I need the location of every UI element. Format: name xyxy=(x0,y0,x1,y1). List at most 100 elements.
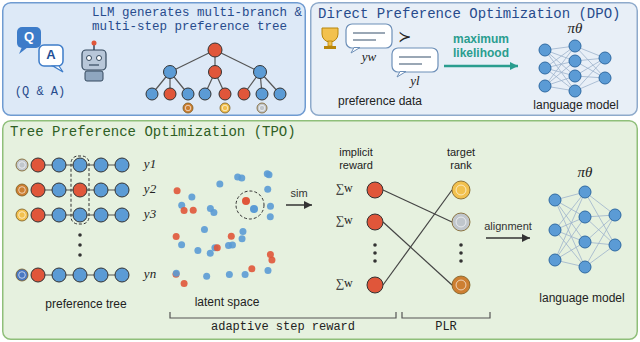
caption-text: language model xyxy=(520,99,632,113)
latent-group: latent space xyxy=(168,150,286,314)
response-label: y2 xyxy=(139,182,161,197)
latent-point xyxy=(239,235,246,242)
tree-node xyxy=(199,88,211,100)
medal-icon xyxy=(456,217,466,227)
step-node xyxy=(115,158,129,172)
panel-outline xyxy=(3,121,638,340)
latent-point xyxy=(267,203,274,210)
network-neuron xyxy=(579,211,591,223)
latent-point xyxy=(242,271,249,278)
response-label: y1 xyxy=(139,157,161,172)
trophy-icon xyxy=(328,41,332,46)
trophy-icon xyxy=(322,28,338,42)
medal-icon xyxy=(452,276,470,294)
latent-point xyxy=(181,207,188,214)
tree-node xyxy=(182,88,194,100)
medal-icon xyxy=(452,181,470,199)
text-slot: Q xyxy=(21,30,37,45)
tree-branch xyxy=(170,50,215,72)
step-node xyxy=(73,268,87,282)
text-slot: adaptive step reward xyxy=(168,321,398,335)
text-slot: y1 xyxy=(139,157,161,172)
ellipsis-dot xyxy=(459,251,463,255)
step-node xyxy=(31,268,45,282)
ellipsis-dot xyxy=(459,243,463,247)
sum-label: ∑w xyxy=(331,214,357,228)
robot-body xyxy=(85,71,103,81)
rank-group: target rank xyxy=(436,142,486,314)
caption-text: language model xyxy=(532,292,632,306)
tree-node xyxy=(209,66,222,79)
rank-link xyxy=(383,222,452,285)
medal-icon xyxy=(452,213,470,231)
medal-icon xyxy=(183,103,193,113)
text-slot: πθ xyxy=(560,164,610,181)
text-slot: (Q & A) xyxy=(5,86,75,100)
rank-link xyxy=(383,190,452,222)
text-slot: y3 xyxy=(139,207,161,222)
ellipsis-dot xyxy=(373,259,377,263)
arrow-connector xyxy=(286,204,312,206)
text-slot: target rank xyxy=(436,146,486,171)
panel-outline xyxy=(311,3,638,116)
latent-point xyxy=(173,271,180,278)
text-slot: latent space xyxy=(170,296,284,310)
step-node xyxy=(31,183,45,197)
model-group: πθlanguage model xyxy=(518,18,634,114)
text-slot: y2 xyxy=(139,182,161,197)
edge-label: sim xyxy=(284,187,314,200)
network-neuron xyxy=(579,236,591,248)
bracket-label: adaptive step reward xyxy=(168,321,398,335)
tree-node xyxy=(164,88,176,100)
icon-letter: A xyxy=(43,48,59,63)
medal-icon xyxy=(16,269,28,281)
medal-icon xyxy=(456,280,466,290)
question-bubble xyxy=(19,47,28,54)
text-line xyxy=(399,63,422,65)
step-node xyxy=(31,158,45,172)
rank-link xyxy=(383,190,452,285)
latent-point xyxy=(264,186,271,193)
step-node xyxy=(94,183,108,197)
step-node xyxy=(94,208,108,222)
ellipsis-dot xyxy=(459,259,463,263)
tree-node xyxy=(256,88,268,100)
tree-group: preference tree xyxy=(10,148,162,316)
latent-point xyxy=(225,242,232,249)
model-group: πθ language model xyxy=(530,160,634,316)
response-label: yn xyxy=(139,267,161,282)
step-node xyxy=(52,158,66,172)
preference-symbol: ≻ xyxy=(394,28,414,46)
network-neuron xyxy=(579,261,591,273)
latent-point xyxy=(267,213,274,220)
text-slot: yw xyxy=(357,50,381,65)
caption-text: implicit reward xyxy=(328,146,384,171)
text-slot: A xyxy=(43,48,59,63)
panel-title: Tree Preference Optimization (TPO) xyxy=(10,124,320,140)
text-slot: ≻ xyxy=(394,28,414,46)
step-node xyxy=(115,208,129,222)
medal-icon xyxy=(456,185,466,195)
arrow-connector xyxy=(486,237,530,239)
network-neuron xyxy=(599,52,611,64)
response-bubble xyxy=(351,48,360,54)
answer-bubble xyxy=(53,66,63,72)
step-node xyxy=(94,268,108,282)
text-slot: preference tree xyxy=(12,298,160,312)
trophy-icon xyxy=(324,46,336,49)
network-neuron xyxy=(539,62,551,74)
latent-point xyxy=(248,265,255,272)
network-neuron xyxy=(549,224,561,236)
step-node xyxy=(52,208,66,222)
network-neuron xyxy=(549,194,561,206)
response-label: y3 xyxy=(139,207,161,222)
network-neuron xyxy=(599,72,611,84)
policy-symbol: πθ xyxy=(560,164,610,181)
latent-point xyxy=(216,180,223,187)
text-slot: yn xyxy=(139,267,161,282)
latent-point xyxy=(226,271,233,278)
network-neuron xyxy=(549,254,561,266)
latent-point xyxy=(214,244,221,251)
robot-eye xyxy=(97,56,102,61)
